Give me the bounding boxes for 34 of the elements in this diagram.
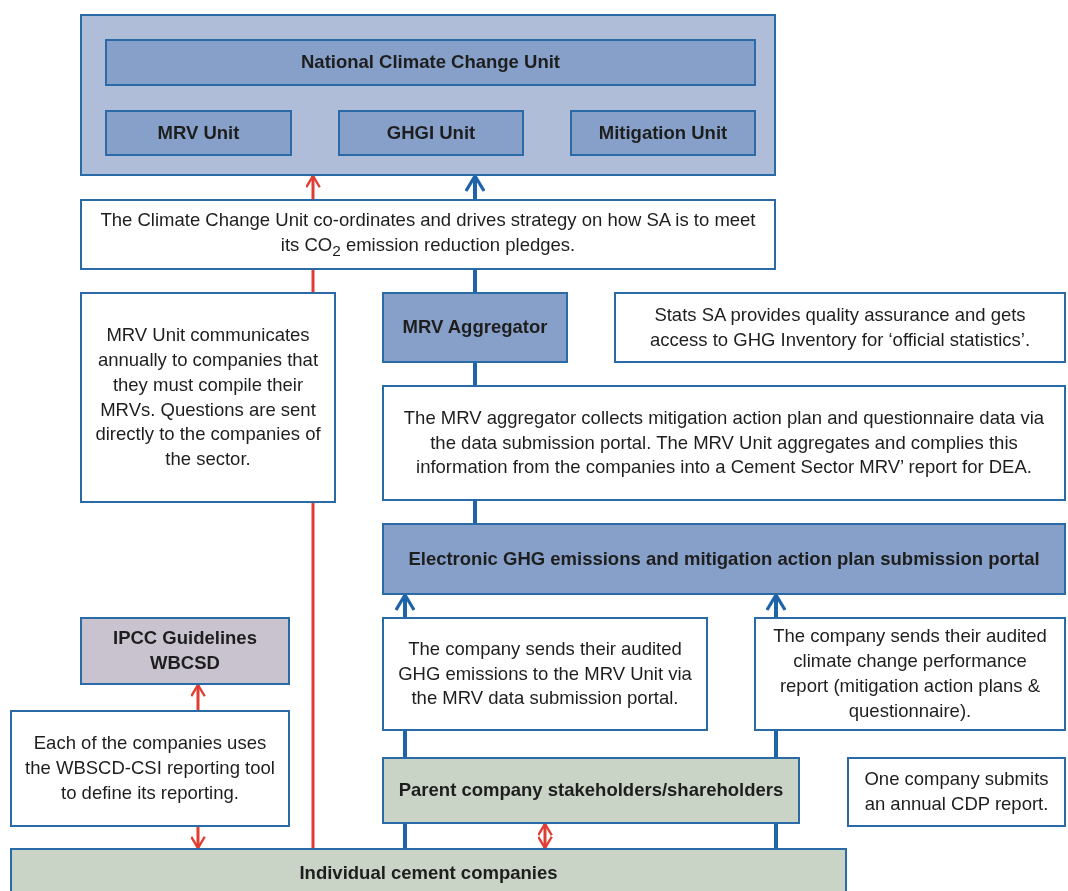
unit-box: MRV Unit xyxy=(105,110,292,156)
process-box: Parent company stakeholders/shareholders xyxy=(382,757,800,824)
arrow xyxy=(190,827,206,850)
text-box: The company sends their audited climate change performance report (mitigation action plans & questionnaire). xyxy=(754,617,1066,731)
arrow xyxy=(464,174,486,199)
arrow xyxy=(765,593,787,617)
connector-line xyxy=(311,270,315,292)
process-box: Individual cement companies xyxy=(10,848,847,891)
text-box: The Climate Change Unit co-ordinates and drives strategy on how SA is to meet its CO$_{2}$ emission reduction pledges. xyxy=(80,199,776,270)
unit-box: Mitigation Unit xyxy=(570,110,756,156)
connector-line xyxy=(774,731,778,757)
unit-panel xyxy=(80,14,776,176)
connector-line xyxy=(403,731,407,757)
process-box: IPCC Guidelines WBCSD xyxy=(80,617,290,685)
unit-box: National Climate Change Unit xyxy=(105,39,756,86)
connector-line xyxy=(473,501,477,523)
arrow xyxy=(190,683,206,710)
text-box: Stats SA provides quality assurance and gets access to GHG Inventory for ‘official statistics’. xyxy=(614,292,1066,363)
arrow xyxy=(537,822,553,850)
text-box: One company submits an annual CDP report. xyxy=(847,757,1066,827)
unit-box: GHGI Unit xyxy=(338,110,524,156)
text-box: The MRV aggregator collects mitigation action plan and questionnaire data via the data submission portal. The MRV Unit aggregates and complies this information from the companies into a Cement Sector MRV’ report for DEA. xyxy=(382,385,1066,501)
connector-line xyxy=(473,270,477,292)
text-box: Each of the companies uses the WBSCD-CSI reporting tool to define its reporting. xyxy=(10,710,290,827)
connector-line xyxy=(311,503,315,848)
text-box: MRV Unit communicates annually to companies that they must compile their MRVs. Questions are sent directly to the companies of the sector. xyxy=(80,292,336,503)
arrow xyxy=(394,593,416,617)
connector-line xyxy=(403,824,407,848)
process-box: Electronic GHG emissions and mitigation action plan submission portal xyxy=(382,523,1066,595)
connector-line xyxy=(774,824,778,848)
text-box: The company sends their audited GHG emissions to the MRV Unit via the MRV data submission portal. xyxy=(382,617,708,731)
process-box: MRV Aggregator xyxy=(382,292,568,363)
arrow xyxy=(305,174,321,199)
connector-line xyxy=(473,363,477,385)
